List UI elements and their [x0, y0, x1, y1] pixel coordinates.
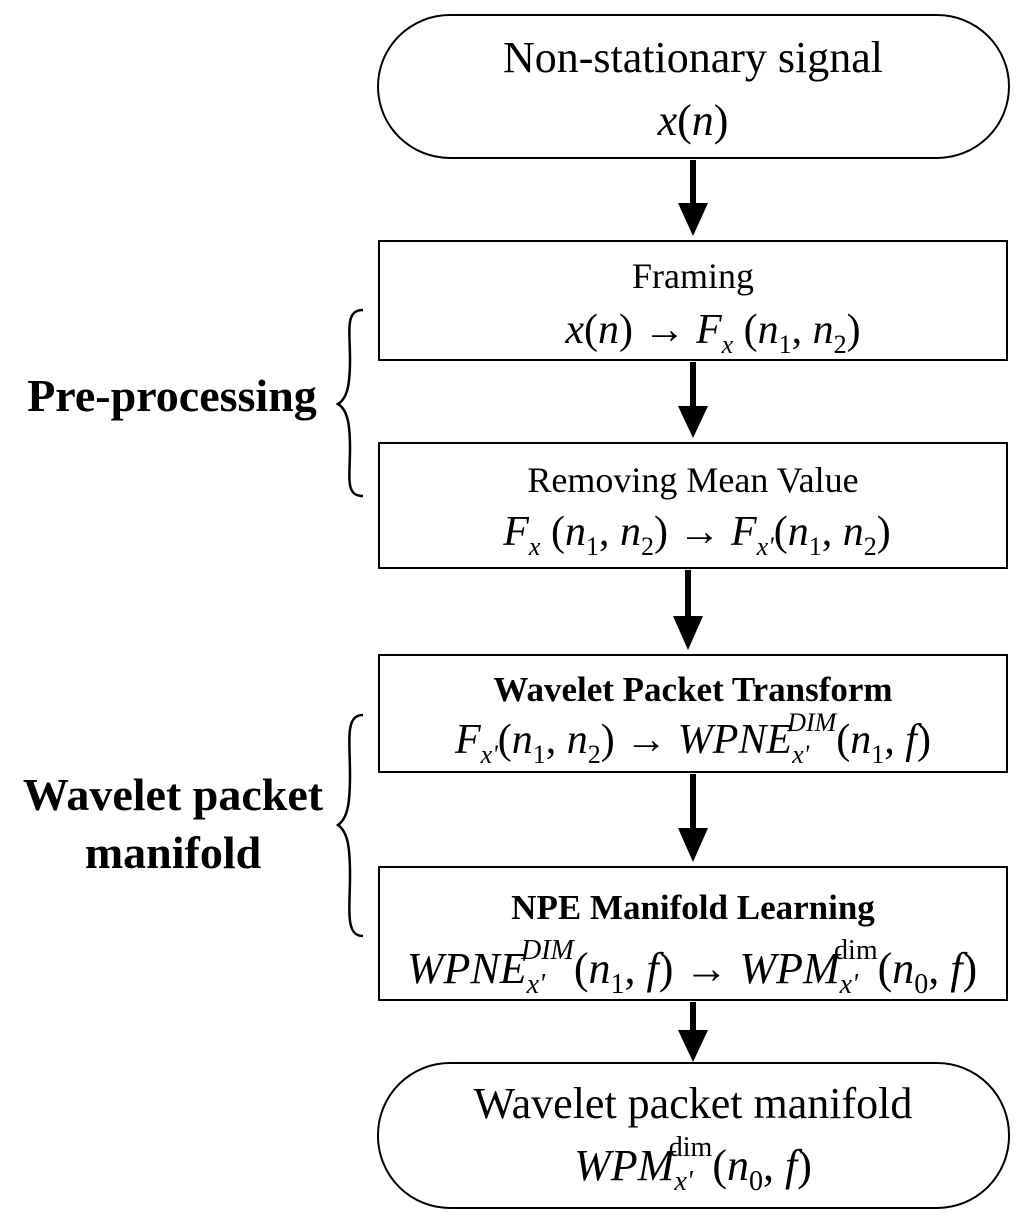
removing-mean-node-title: Removing Mean Value	[527, 460, 858, 500]
arrow-removing-mean-to-wpt	[673, 570, 703, 650]
wpt-node-formula: Fx'(n1, n2) → WPNEx'DIM(n1, f)	[454, 708, 931, 769]
framing-node-title: Framing	[632, 256, 754, 296]
wpt-node-title: Wavelet Packet Transform	[493, 670, 892, 709]
framing-node-formula: x(n) → Fx (n1, n2)	[564, 307, 860, 359]
npe-node-title: NPE Manifold Learning	[511, 888, 875, 927]
preprocessing-group: Pre-processing	[27, 308, 364, 498]
arrow-framing-to-removing-mean	[678, 362, 708, 438]
framing-node: Framing x(n) → Fx (n1, n2)	[378, 240, 1008, 361]
start-node: Non-stationary signal x(n)	[377, 14, 1010, 159]
arrow-wpt-to-npe	[678, 774, 708, 862]
start-node-title: Non-stationary signal	[503, 33, 883, 82]
wavelet-manifold-label-line1: Wavelet packet	[23, 769, 324, 820]
wpt-node: Wavelet Packet Transform Fx'(n1, n2) → W…	[378, 654, 1008, 773]
end-node-title: Wavelet packet manifold	[474, 1079, 913, 1128]
removing-mean-node-formula: Fx (n1, n2) → Fx'(n1, n2)	[502, 509, 890, 561]
wavelet-manifold-group: Wavelet packet manifold	[23, 713, 364, 938]
wavelet-manifold-brace	[335, 713, 364, 938]
arrow-npe-to-end	[678, 1002, 708, 1062]
npe-node-formula: WPNEx'DIM(n1, f) → WPMx'dim(n0, f)	[407, 935, 977, 1000]
preprocessing-label: Pre-processing	[27, 370, 317, 421]
wavelet-manifold-label-line2: manifold	[85, 827, 262, 878]
end-node: Wavelet packet manifold WPMx'dim(n0, f)	[377, 1062, 1010, 1209]
preprocessing-brace	[335, 308, 364, 498]
npe-node: NPE Manifold Learning WPNEx'DIM(n1, f) →…	[378, 866, 1008, 1001]
arrow-start-to-framing	[678, 160, 708, 236]
removing-mean-node: Removing Mean Value Fx (n1, n2) → Fx'(n1…	[378, 442, 1008, 569]
start-node-formula: x(n)	[657, 96, 729, 145]
